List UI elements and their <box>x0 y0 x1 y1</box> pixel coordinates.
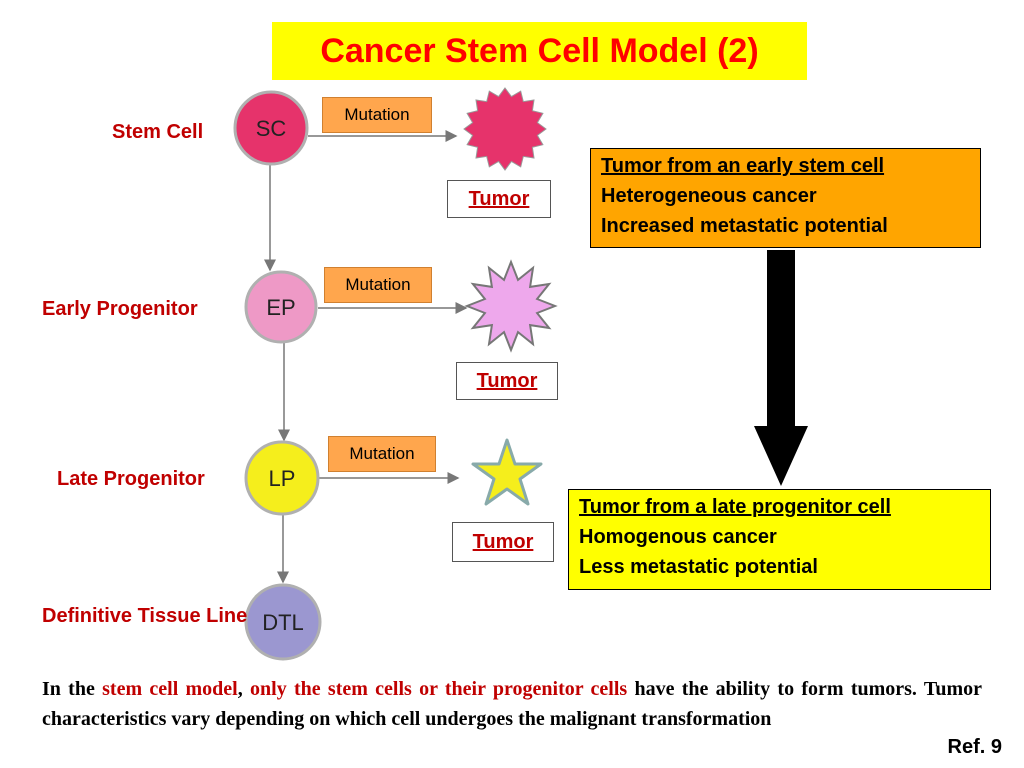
cell-circle-dtl <box>244 583 322 661</box>
late-box-heading: Tumor from a late progenitor cell <box>579 496 891 518</box>
title-background <box>272 22 807 80</box>
late-box-line3: Less metastatic potential <box>579 556 818 578</box>
early-box-line3: Increased metastatic potential <box>601 215 888 237</box>
description-paragraph: In the stem cell model, only the stem ce… <box>42 674 982 734</box>
tumor-label-box-1: Tumor <box>447 180 551 218</box>
tumor-star-icon <box>471 438 543 506</box>
early-box-heading: Tumor from an early stem cell <box>601 155 885 177</box>
cell-label-early-progenitor: Early Progenitor <box>42 298 198 320</box>
early-box-line2: Heterogeneous cancer <box>601 185 817 207</box>
cell-abbr-ep: EP <box>266 295 296 320</box>
page-title: Cancer Stem Cell Model (2) <box>320 32 759 70</box>
tumor-label-2: Tumor <box>476 370 538 392</box>
reference-label: Ref. 9 <box>947 736 1002 758</box>
para-highlight-1: stem cell model <box>102 678 238 700</box>
para-highlight-2: only the stem cells or their progenitor … <box>250 678 628 700</box>
cell-abbr-dtl: DTL <box>262 610 304 635</box>
cell-circle-lp <box>244 440 320 516</box>
cell-circle-sc <box>233 90 309 166</box>
tumor-spiky-icon <box>464 259 558 353</box>
cell-abbr-lp: LP <box>268 466 296 491</box>
tumor-label-1: Tumor <box>468 188 530 210</box>
para-text-2: , <box>237 678 251 700</box>
tumor-label-3: Tumor <box>472 531 534 553</box>
tumor-burst-icon <box>463 87 547 171</box>
cell-label-stem: Stem Cell <box>112 121 204 143</box>
cell-circle-ep <box>244 270 318 344</box>
mutation-label-1: Mutation <box>322 97 432 133</box>
para-text-1: In the <box>42 678 103 700</box>
cell-abbr-sc: SC <box>255 116 287 141</box>
cell-label-definitive-tissue-line: Definitive Tissue Line <box>42 605 248 627</box>
tumor-label-box-2: Tumor <box>456 362 558 400</box>
down-arrow-icon <box>754 250 808 486</box>
early-stem-cell-info-box: Tumor from an early stem cell Heterogene… <box>590 148 981 248</box>
tumor-label-box-3: Tumor <box>452 522 554 562</box>
mutation-label-3: Mutation <box>328 436 436 472</box>
late-box-line2: Homogenous cancer <box>579 526 777 548</box>
para-text-3: have the ability to form tumors. Tumor c… <box>42 678 982 730</box>
cell-label-late-progenitor: Late Progenitor <box>57 468 205 490</box>
mutation-label-2: Mutation <box>324 267 432 303</box>
late-progenitor-info-box: Tumor from a late progenitor cell Homoge… <box>568 489 991 590</box>
